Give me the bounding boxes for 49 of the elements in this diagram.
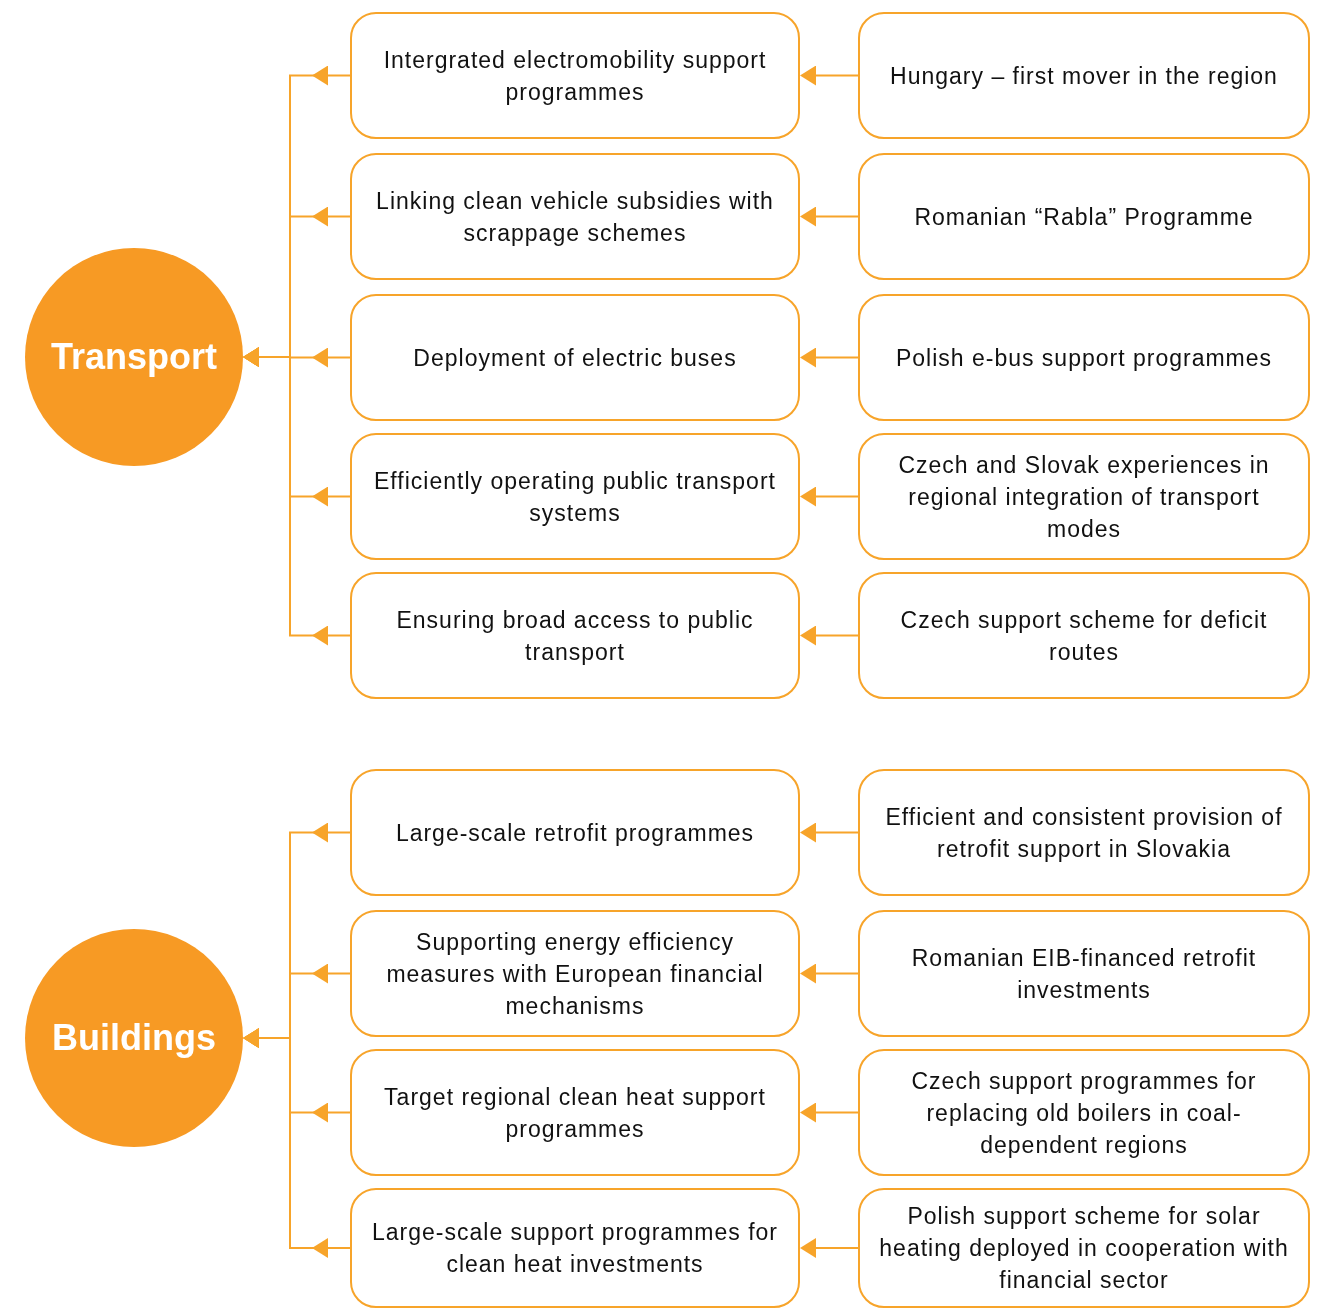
arrow: [800, 65, 859, 86]
process-box: [858, 433, 1310, 560]
box-text: Polish support scheme for solar heating deployed in cooperation with financial sector: [878, 1202, 1290, 1295]
box-text: Efficient and consistent provision of retrofit support in Slovakia: [884, 802, 1284, 864]
box-text: Supporting energy efficiency measures with European financial mechanisms: [385, 927, 765, 1021]
process-box: [858, 1188, 1310, 1308]
process-box: [858, 12, 1310, 139]
process-box: [350, 433, 800, 560]
category-label: Buildings: [52, 1017, 216, 1059]
box-text: Czech support scheme for deficit routes: [899, 605, 1269, 667]
box-text: Polish e-bus support programmes: [895, 343, 1273, 373]
arrow: [800, 206, 859, 227]
process-box: [350, 294, 800, 421]
process-box: [350, 910, 800, 1037]
box-text: Target regional clean heat support programmes: [383, 1082, 767, 1144]
box-text: Large-scale support programmes for clean heat investments: [371, 1218, 779, 1279]
process-box: [858, 572, 1310, 699]
box-text: Efficiently operating public transport systems: [373, 466, 777, 528]
arrow: [800, 347, 859, 368]
arrow: [800, 625, 859, 646]
process-box: [858, 1049, 1310, 1176]
box-text: Romanian EIB-financed retrofit investments: [910, 943, 1258, 1005]
arrow: [800, 1102, 859, 1123]
box-text: Large-scale retrofit programmes: [395, 818, 755, 848]
process-box: [858, 294, 1310, 421]
arrow: [800, 486, 859, 507]
arrow: [243, 347, 351, 646]
box-text: Intergrated electromobility support programmes: [382, 45, 768, 107]
box-text: Linking clean vehicle subsidies with scrappage schemes: [375, 186, 775, 248]
arrow: [800, 963, 859, 984]
process-box: [350, 12, 800, 139]
process-box: [858, 910, 1310, 1037]
process-box: [350, 1049, 800, 1176]
box-text: Hungary – first mover in the region: [890, 61, 1278, 91]
process-box: [858, 769, 1310, 896]
arrow: [800, 822, 859, 843]
process-box: [350, 1188, 800, 1308]
arrow: [800, 1238, 859, 1258]
box-text: Deployment of electric buses: [413, 343, 737, 373]
process-box: [858, 153, 1310, 280]
box-text: Romanian “Rabla” Programme: [914, 202, 1254, 232]
box-text: Czech and Slovak experiences in regional integration of transport modes: [897, 450, 1271, 544]
category-label: Transport: [51, 336, 217, 378]
process-box: [350, 572, 800, 699]
process-box: [350, 153, 800, 280]
box-text: Czech support programmes for replacing old boilers in coal-dependent regions: [910, 1066, 1258, 1160]
box-text: Ensuring broad access to public transport: [395, 605, 755, 667]
process-box: [350, 769, 800, 896]
arrow: [243, 1028, 351, 1258]
